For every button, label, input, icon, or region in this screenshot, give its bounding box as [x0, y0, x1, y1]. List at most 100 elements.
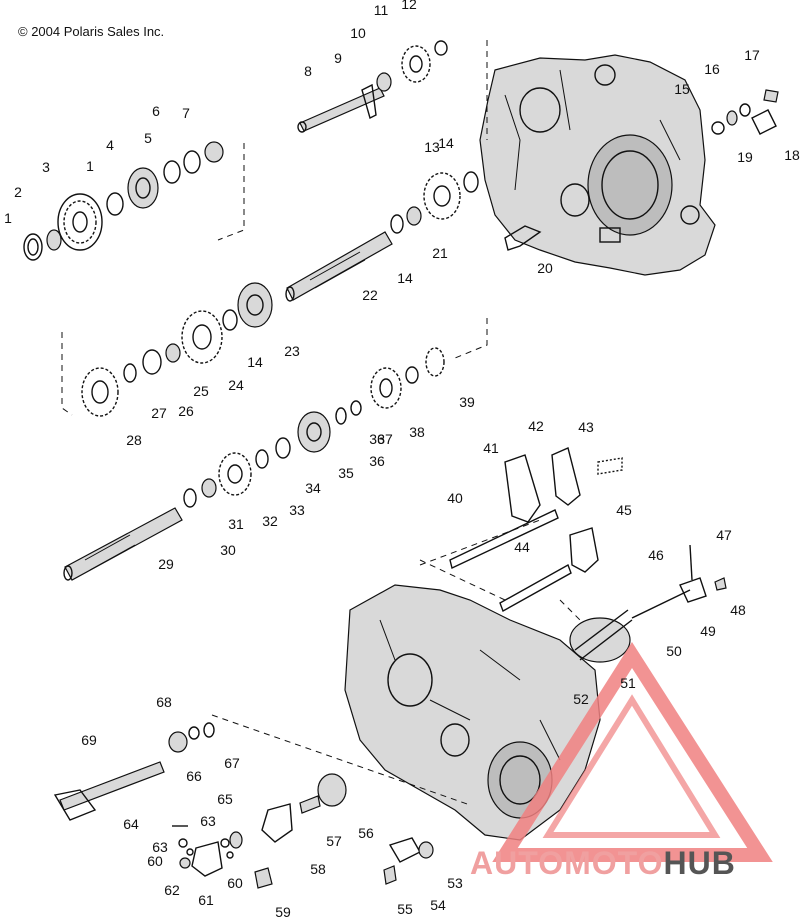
- callout-20: 20: [537, 260, 553, 276]
- callout-12: 12: [401, 0, 417, 12]
- part-56-gear: [317, 773, 347, 807]
- callout-39: 39: [459, 394, 475, 410]
- watermark-text-part1: AUTOMOTO: [470, 845, 664, 881]
- callout-69: 69: [81, 732, 97, 748]
- callout-28: 28: [126, 432, 142, 448]
- callout-1: 1: [4, 210, 12, 226]
- watermark-text: AUTOMOTOHUB: [470, 845, 736, 882]
- callout-66: 66: [186, 768, 202, 784]
- part-5-washer: [163, 160, 181, 184]
- callout-21: 21: [432, 245, 448, 261]
- part-14a-washer: [463, 171, 479, 193]
- part-44-rod: [499, 563, 572, 613]
- callout-48: 48: [730, 602, 746, 618]
- callout-9: 9: [334, 50, 342, 66]
- callout-32: 32: [262, 513, 278, 529]
- callout-15: 15: [674, 81, 690, 97]
- part-54-arm: [388, 837, 421, 863]
- part-57-bolt: [299, 795, 321, 814]
- part-69-shift-shaft: [59, 761, 165, 811]
- callout-54: 54: [430, 897, 446, 913]
- part-32-gear: [218, 452, 252, 496]
- part-22-shaft: [286, 231, 393, 301]
- part-26-washer: [142, 349, 162, 375]
- part-61-arm: [191, 841, 223, 877]
- callout-60: 60: [227, 875, 243, 891]
- part-36b-ring: [405, 366, 419, 384]
- part-62-nut: [179, 857, 191, 869]
- part-12-washer: [434, 40, 448, 56]
- callout-51: 51: [620, 675, 636, 691]
- part-67-washer: [203, 722, 215, 738]
- part-14b-washer: [390, 214, 404, 234]
- part-49-plate: [679, 577, 707, 603]
- callout-50: 50: [666, 643, 682, 659]
- callout-36: 36: [369, 431, 385, 447]
- callout-58: 58: [310, 861, 326, 877]
- part-6-ring: [183, 150, 201, 174]
- part-28-gear: [81, 367, 119, 417]
- part-60b-washer: [226, 851, 234, 859]
- callout-23: 23: [284, 343, 300, 359]
- part-25-bushing: [165, 343, 181, 363]
- part-41-fork: [504, 454, 541, 523]
- part-50-pin: [631, 589, 691, 619]
- part-34-washer: [275, 437, 291, 459]
- callout-1: 1: [86, 158, 94, 174]
- part-20-fork: [504, 225, 542, 251]
- shift-detent-group: [711, 89, 779, 135]
- callout-52: 52: [573, 691, 589, 707]
- part-55-bolt: [383, 865, 397, 885]
- shift-shaft-group: [297, 40, 448, 133]
- callout-29: 29: [158, 556, 174, 572]
- callout-67: 67: [224, 755, 240, 771]
- callout-63: 63: [152, 839, 168, 855]
- callout-41: 41: [483, 440, 499, 456]
- part-11-gear: [401, 45, 431, 83]
- input-gear-cluster: [23, 141, 224, 261]
- part-47-bolt: [714, 577, 727, 591]
- callout-64: 64: [123, 816, 139, 832]
- callout-55: 55: [397, 901, 413, 917]
- callout-49: 49: [700, 623, 716, 639]
- part-15-washer: [711, 121, 725, 135]
- part-63b-washer: [220, 838, 230, 848]
- copyright-text: © 2004 Polaris Sales Inc.: [18, 24, 165, 39]
- callout-7: 7: [182, 105, 190, 121]
- part-4-gear: [127, 167, 159, 209]
- part-36a-ring: [335, 407, 347, 425]
- callout-13: 13: [424, 139, 440, 155]
- part-9-arm: [361, 83, 377, 120]
- part-59-bolt: [254, 867, 273, 889]
- part-51-shift-drum: [569, 617, 631, 663]
- callout-19: 19: [737, 149, 753, 165]
- callout-3: 3: [42, 159, 50, 175]
- callout-42: 42: [528, 418, 544, 434]
- callout-25: 25: [193, 383, 209, 399]
- part-33-ring: [255, 449, 269, 469]
- callout-60: 60: [147, 853, 163, 869]
- part-63-washer: [178, 838, 188, 848]
- callout-40: 40: [447, 490, 463, 506]
- part-24-gear: [181, 310, 223, 364]
- part-46-pin: [689, 544, 693, 581]
- callout-65: 65: [217, 791, 233, 807]
- callout-38: 38: [409, 424, 425, 440]
- part-60-washer: [186, 848, 194, 856]
- part-66-spring: [168, 731, 188, 753]
- part-38-gear: [370, 367, 402, 409]
- part-14c-washer: [222, 309, 238, 331]
- callout-6: 6: [152, 103, 160, 119]
- callout-26: 26: [178, 403, 194, 419]
- part-39-gear: [425, 347, 445, 377]
- callout-30: 30: [220, 542, 236, 558]
- part-19-ring: [739, 103, 751, 117]
- callout-43: 43: [578, 419, 594, 435]
- callout-45: 45: [616, 502, 632, 518]
- part-35-gear: [297, 411, 331, 453]
- part-21-bushing: [406, 206, 422, 226]
- callout-16: 16: [704, 61, 720, 77]
- callout-14: 14: [438, 135, 454, 151]
- part-10-bushing: [376, 72, 392, 92]
